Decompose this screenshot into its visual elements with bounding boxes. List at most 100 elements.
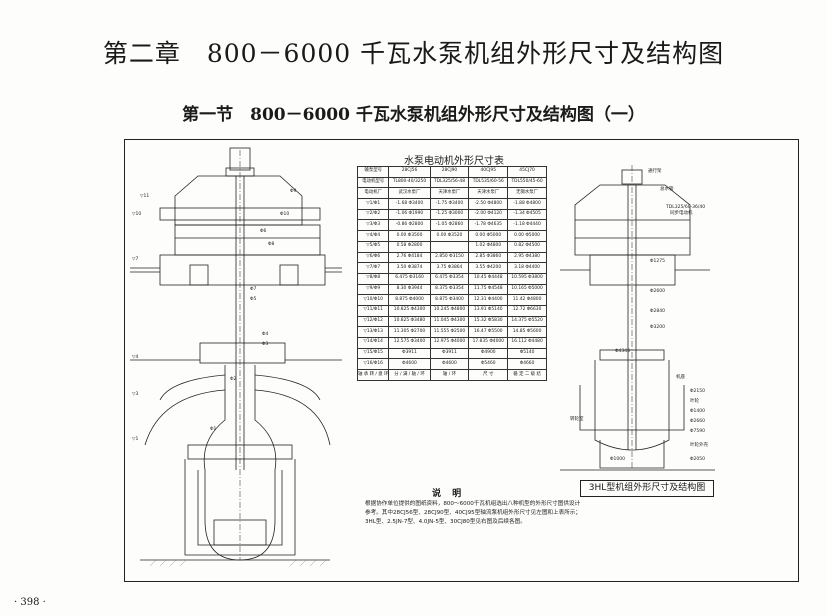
table-row: ▽3/Φ3-0.86 Φ2800-1.05 Φ2860-1.78 Φ4635-1…: [356, 219, 547, 232]
table-cell: 3.75 Φ3864: [429, 262, 470, 274]
table-cell: -1.25 Φ3000: [429, 208, 470, 221]
table-cell: 14.375 Φ5520: [507, 315, 547, 328]
table-row-header: ▽12/Φ12: [356, 315, 390, 328]
table-cell: 45CJ70: [507, 166, 547, 178]
table-cell: -1.18 Φ4440: [507, 219, 547, 232]
table-cell: 11.305 Φ2700: [388, 326, 431, 338]
table-row-header: ▽4/Φ4: [356, 230, 390, 242]
table-cell: [429, 240, 470, 253]
table-row: 电动机厂武汉水泵厂天津水泵厂天津水泵厂无锡水泵厂: [356, 187, 547, 200]
table-cell: 11.75 Φ4548: [468, 283, 509, 296]
table-cell: Φ4600: [388, 358, 431, 371]
table-row-header: ▽16/Φ16: [356, 358, 390, 371]
table-row-header: ▽14/Φ14: [356, 337, 390, 349]
table-cell: -0.86 Φ2800: [388, 219, 431, 232]
table-cell: Φ5140: [507, 347, 547, 360]
table-cell: 3.55 Φ4200: [468, 262, 509, 274]
table-row: ▽1/Φ1-1.68 Φ3400-1.75 Φ3400-2.50 Φ4800-1…: [356, 198, 547, 210]
table-row-header: ▽3/Φ3: [356, 219, 390, 232]
table-cell: 循 定 二 级 结: [507, 369, 547, 381]
table-cell: 0.00 Φ3500: [388, 230, 431, 242]
table-cell: 无锡水泵厂: [507, 187, 547, 200]
table-cell: 天津水泵厂: [429, 187, 470, 200]
table-row-header: ▽6/Φ6: [356, 251, 390, 264]
table-cell: 2.95 Φ4380: [507, 251, 547, 264]
table-cell: Φ4900: [468, 347, 509, 360]
table-cell: 0.00 Φ5000: [507, 230, 547, 242]
notes-body: 根据协作单位提供的图纸资料，800～6000千瓦机组选出八种机型的外形尺寸图供设…: [365, 501, 581, 525]
table-cell: 8.875 Φ4000: [388, 294, 431, 306]
page-number: · 398 ·: [14, 597, 46, 608]
table-cell: 2.850 Φ3150: [429, 251, 470, 264]
table-row-header: ▽5/Φ5: [356, 240, 390, 253]
chapter-title: 第二章 800－6000 千瓦水泵机组外形尺寸及结构图: [102, 39, 725, 68]
table-cell: -2.00 Φ4120: [468, 208, 509, 221]
table-row-header: ▽9/Φ9: [356, 283, 390, 296]
table-row-header: ▽1/Φ1: [356, 198, 390, 210]
table-cell: 0.00 Φ5000: [468, 230, 509, 242]
table-row-header: ▽8/Φ8: [356, 272, 390, 285]
table-cell: 0.58 Φ2800: [388, 240, 431, 253]
table-cell: 13.91 Φ5140: [468, 304, 509, 317]
table-cell: TL800-40/3250: [388, 176, 431, 189]
table-cell: 10.165 Φ5000: [507, 283, 547, 296]
table-cell: Φ5460: [468, 358, 509, 371]
table-cell: 2.85 Φ3860: [468, 251, 509, 264]
table-row-header: 轴 承 转 / 盘 环: [356, 369, 390, 381]
table-cell: Φ4600: [429, 358, 470, 371]
notes-title: 说 明: [432, 489, 466, 499]
table-cell: Φ3911: [388, 347, 431, 360]
table-cell: 分 / 满 / 轴 / 环: [388, 369, 431, 381]
table-cell: -1.78 Φ4635: [468, 219, 509, 232]
table-cell: 28CJ90: [429, 166, 470, 178]
table-cell: 10.825 Φ3480: [388, 315, 431, 328]
table-cell: 3.50 Φ3874: [388, 262, 431, 274]
table-cell: 天津水泵厂: [468, 187, 509, 200]
table-cell: 8.30 Φ3944: [388, 283, 431, 296]
table-cell: 40CJ95: [468, 166, 509, 178]
table-cell: 10.45 Φ4448: [468, 272, 509, 285]
table-row-header: 输泵型号: [356, 166, 390, 178]
table-cell: -1.88 Φ4800: [507, 198, 547, 210]
table-cell: 0.82 Φ4500: [507, 240, 547, 253]
table-cell: 6.475 Φ3354: [429, 272, 470, 285]
table-cell: -2.50 Φ4800: [468, 198, 509, 210]
table-row: 轴 承 转 / 盘 环分 / 满 / 轴 / 环轴 / 环尺 寸循 定 二 级 …: [356, 369, 547, 381]
table-cell: 8.875 Φ3400: [429, 294, 470, 306]
table-row-header: ▽15/Φ15: [356, 347, 390, 360]
table-cell: 6.475 Φ3160: [388, 272, 431, 285]
table-row-header: ▽10/Φ10: [356, 294, 390, 306]
table-cell: Φ4660: [507, 358, 547, 371]
table-cell: 12.72 Φ6630: [507, 304, 547, 317]
table-cell: 16.47 Φ5500: [468, 326, 509, 338]
table-cell: 15.32 Φ5830: [468, 315, 509, 328]
table-cell: 12.975 Φ4000: [429, 337, 470, 349]
table-cell: 11.42 Φ4800: [507, 294, 547, 306]
table-cell: TDL325/56-48: [429, 176, 470, 189]
table-row-header: 电动机厂: [356, 187, 390, 200]
table-row: ▽2/Φ2-1.06 Φ1990-1.25 Φ3000-2.00 Φ4120-1…: [356, 208, 547, 221]
table-cell: 14.85 Φ5600: [507, 326, 547, 338]
table-cell: 17.835 Φ4000: [468, 337, 509, 349]
table-cell: 0.00 Φ3520: [429, 230, 470, 242]
table-cell: -1.05 Φ2860: [429, 219, 470, 232]
table-cell: TDL550/45-60: [507, 176, 547, 189]
table-cell: 28CJ56: [388, 166, 431, 178]
table-title: 水泵电动机外形尺寸表: [404, 156, 504, 167]
right-figure-caption: 3HL型机组外形尺寸及结构图: [580, 480, 714, 497]
